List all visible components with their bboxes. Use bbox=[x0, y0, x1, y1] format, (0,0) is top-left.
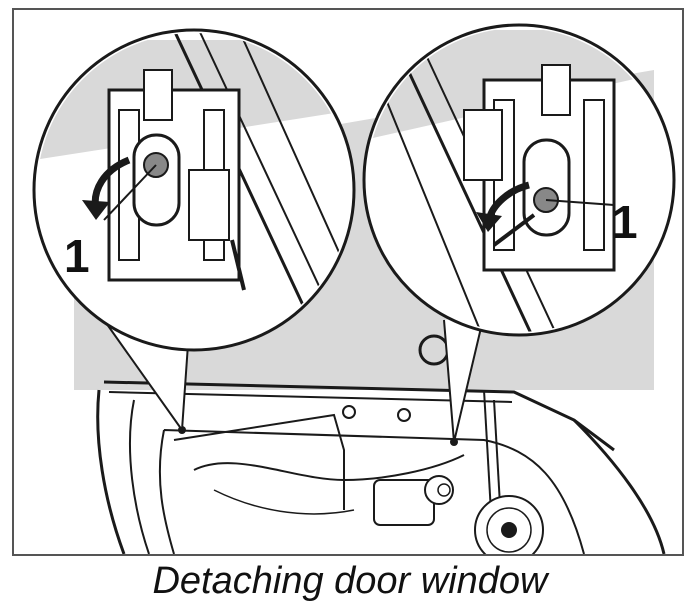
inner-panel bbox=[158, 429, 585, 554]
door-window-illustration: 1 1 bbox=[32, 23, 676, 554]
illustration-frame: 1 1 bbox=[12, 8, 684, 556]
door-top-rail bbox=[103, 380, 615, 452]
regulator-rail bbox=[173, 413, 345, 510]
callout-label-left: 1 bbox=[64, 230, 90, 282]
right-pointer bbox=[443, 314, 485, 443]
door-shell bbox=[96, 389, 666, 554]
cable bbox=[193, 454, 465, 482]
left-detail-bubble: 1 bbox=[32, 28, 356, 352]
figure-caption: Detaching door window bbox=[152, 560, 548, 602]
right-detail-bubble: 1 bbox=[362, 23, 676, 337]
callout-label-right: 1 bbox=[612, 196, 638, 248]
